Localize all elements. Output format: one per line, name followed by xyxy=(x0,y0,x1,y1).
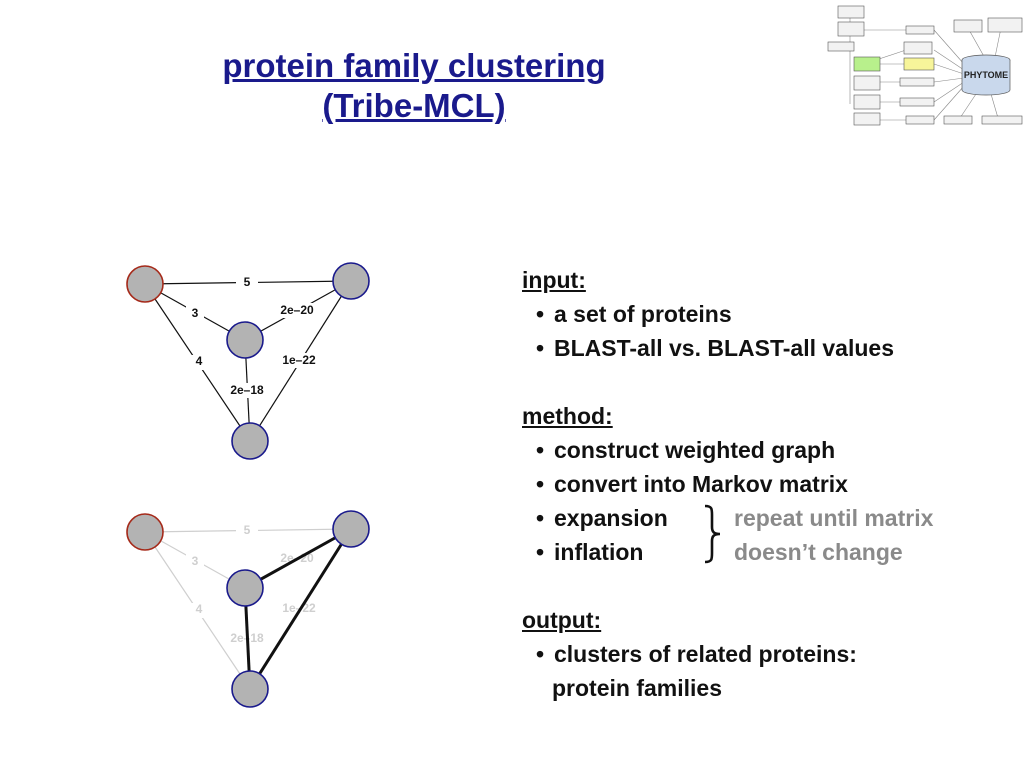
faded-label-b-d: 1e–22 xyxy=(282,601,316,615)
clustered-graph-bottom: 5 3 2e–20 4 1e–22 2e–18 xyxy=(126,510,370,708)
phytome-overview-diagram: PHYTOME xyxy=(827,5,1023,126)
input-heading: input: xyxy=(522,267,586,293)
phytome-db-label: PHYTOME xyxy=(964,70,1008,80)
list-item: •BLAST-all vs. BLAST-all values xyxy=(536,335,894,361)
list-item: •expansion xyxy=(536,505,668,531)
repeat-brace xyxy=(704,504,721,564)
node-b xyxy=(332,262,370,300)
list-item: •clusters of related proteins: xyxy=(536,641,857,667)
list-item-continuation: protein families xyxy=(552,675,722,701)
edge-label-a-c: 3 xyxy=(192,306,199,320)
node-d xyxy=(231,422,269,460)
output-heading: output: xyxy=(522,607,602,633)
list-item: •inflation xyxy=(536,539,644,565)
edge-label-b-d: 1e–22 xyxy=(282,353,316,367)
node-c xyxy=(226,569,264,607)
strong-edge-b-d xyxy=(248,528,353,690)
repeat-note-line-2: doesn’t change xyxy=(734,539,903,565)
faded-label-a-b: 5 xyxy=(244,523,251,537)
list-item: •convert into Markov matrix xyxy=(536,471,848,497)
title-line-1: protein family clustering xyxy=(222,47,606,84)
faded-label-a-c: 3 xyxy=(192,554,199,568)
strong-edge-b-c xyxy=(244,527,352,590)
repeat-note-line-1: repeat until matrix xyxy=(734,505,934,531)
node-b xyxy=(332,510,370,548)
slide-title: protein family clustering (Tribe-MCL) xyxy=(150,46,678,126)
method-heading: method: xyxy=(522,403,613,429)
node-a xyxy=(126,513,164,551)
method-section: method: •construct weighted graph •conve… xyxy=(522,399,1012,569)
edge-label-a-d: 4 xyxy=(196,354,203,368)
edge-label-b-c: 2e–20 xyxy=(280,303,314,317)
output-section: output: •clusters of related proteins: p… xyxy=(522,603,1012,705)
node-c xyxy=(226,321,264,359)
weighted-graph-top: 5 3 2e–20 4 1e–22 2e–18 xyxy=(126,262,370,460)
edge-label-c-d: 2e–18 xyxy=(230,383,264,397)
description-text: input: •a set of proteins •BLAST-all vs.… xyxy=(522,263,1012,705)
input-section: input: •a set of proteins •BLAST-all vs.… xyxy=(522,263,1012,365)
list-item: •a set of proteins xyxy=(536,301,732,327)
node-d xyxy=(231,670,269,708)
title-line-2: (Tribe-MCL) xyxy=(322,87,506,124)
node-a xyxy=(126,265,164,303)
faded-label-a-d: 4 xyxy=(196,602,203,616)
edge-label-a-b: 5 xyxy=(244,275,251,289)
list-item: •construct weighted graph xyxy=(536,437,836,463)
